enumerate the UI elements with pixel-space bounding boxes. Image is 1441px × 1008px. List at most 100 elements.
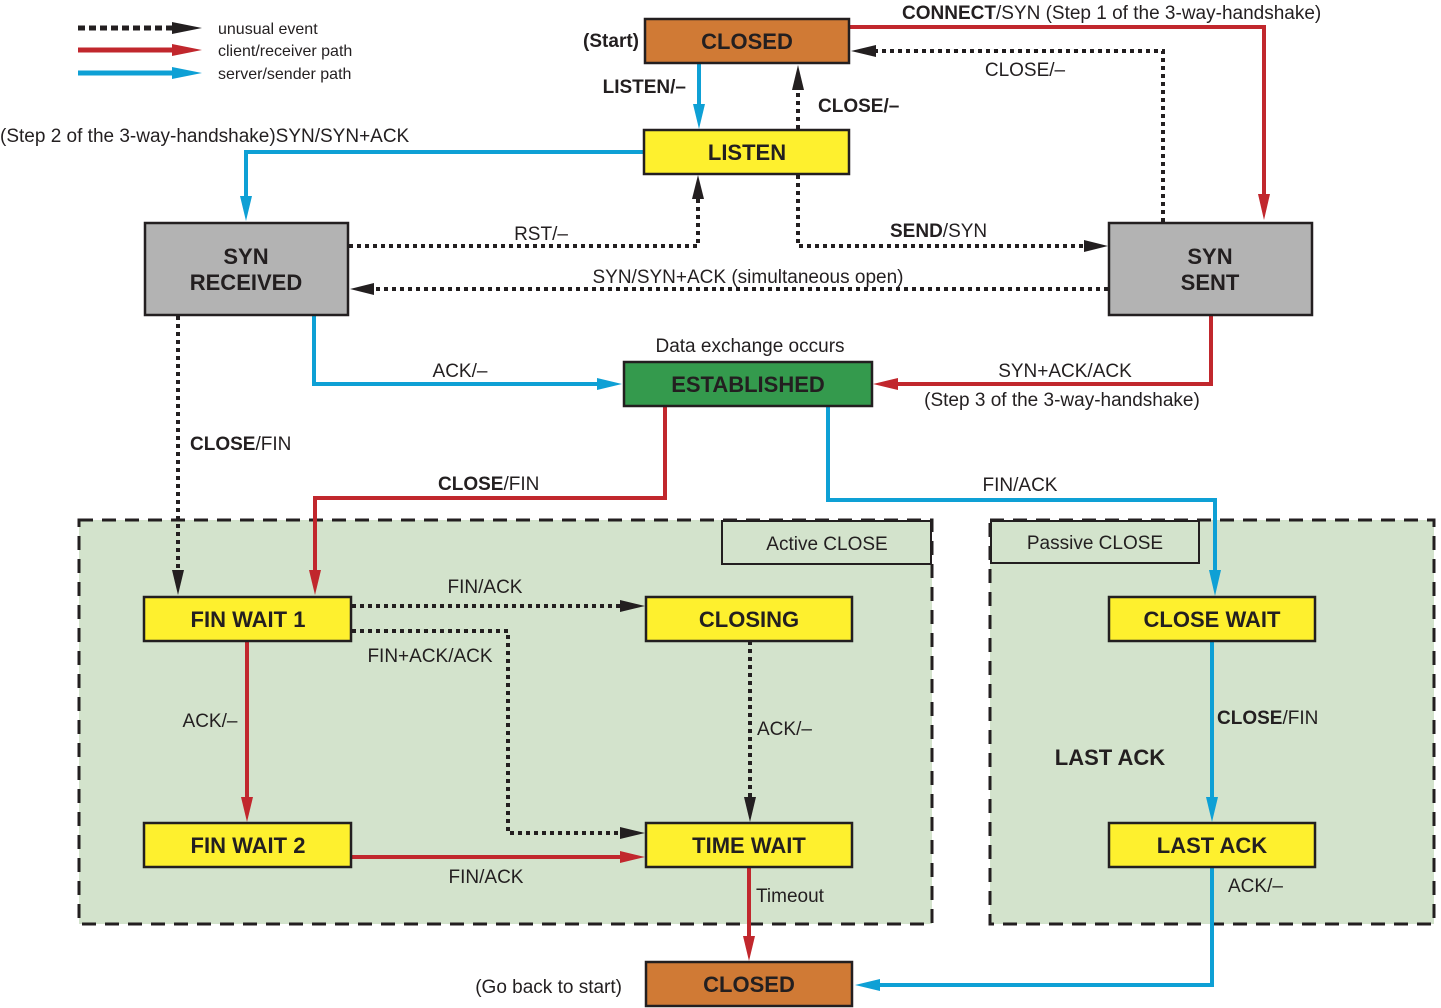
arrowhead-icon: [1258, 194, 1270, 220]
arrowhead-icon: [620, 600, 645, 612]
state-label: FIN WAIT 1: [191, 607, 306, 632]
state-label: FIN WAIT 2: [191, 833, 306, 858]
label-send-event: SEND: [890, 221, 943, 242]
active-close-label-box: [721, 520, 932, 565]
arrowhead-icon: [597, 378, 622, 390]
state-closed-start[interactable]: CLOSED: [643, 17, 851, 65]
label-send: SEND/SYN: [890, 221, 987, 242]
state-label: CLOSED: [703, 972, 795, 997]
arrowhead-icon: [873, 378, 898, 390]
label-listen-close: CLOSE/–: [818, 96, 899, 117]
legend-arrowhead-icon: [172, 67, 202, 79]
arrowhead-icon: [309, 570, 321, 595]
edge-ack-established: [312, 315, 600, 386]
passive-close-label: Passive CLOSE: [1027, 533, 1163, 554]
label-syn-synack: (Step 2 of the 3-way-handshake)SYN/SYN+A…: [0, 126, 410, 147]
label-ack-established: ACK/–: [433, 361, 488, 382]
arrowhead-icon: [855, 979, 880, 991]
established-note: Data exchange occurs: [655, 336, 844, 357]
label-fw2-timewait: FIN/ACK: [449, 867, 524, 888]
arrowhead-icon: [240, 196, 252, 221]
arrowhead-icon: [620, 851, 645, 863]
state-fin-wait-1[interactable]: FIN WAIT 1: [142, 595, 353, 643]
label-established-close: CLOSE/FIN: [438, 474, 539, 495]
state-fin-wait-2[interactable]: FIN WAIT 2: [142, 821, 353, 869]
arrowhead-icon: [620, 827, 645, 839]
legend: unusual event client/receiver path serve…: [78, 21, 352, 83]
state-syn-received[interactable]: SYN RECEIVED: [143, 221, 350, 317]
arrowhead-icon: [1206, 797, 1218, 822]
legend-arrowhead-icon: [172, 44, 202, 56]
legend-label-server: server/sender path: [218, 66, 351, 83]
state-syn-sent[interactable]: SYN SENT: [1107, 221, 1314, 317]
label-fw1-closing: FIN/ACK: [448, 577, 523, 598]
state-label: LISTEN: [708, 140, 786, 165]
label-fin-ack-passive: FIN/ACK: [983, 475, 1058, 496]
start-note: (Start): [583, 31, 639, 52]
state-close-wait[interactable]: CLOSE WAIT: [1107, 595, 1317, 643]
state-label: ESTABLISHED: [671, 372, 825, 397]
edge-fin-ack-passive: [826, 407, 1217, 573]
state-closing[interactable]: CLOSING: [644, 595, 854, 643]
legend-arrowhead-icon: [172, 22, 202, 34]
label-rest: /FIN: [255, 434, 291, 455]
state-closed-end[interactable]: CLOSED: [644, 960, 854, 1008]
arrowhead-icon: [744, 797, 756, 822]
edge-syn-synack: [244, 150, 644, 200]
state-established[interactable]: ESTABLISHED: [622, 360, 874, 408]
arrowhead-icon: [851, 45, 876, 57]
label-closing-timewait: ACK/–: [757, 719, 812, 740]
arrowhead-icon: [692, 175, 704, 199]
edge-established-close: [313, 407, 667, 572]
state-label-line2: RECEIVED: [190, 270, 302, 295]
go-back-note: (Go back to start): [475, 977, 622, 998]
state-time-wait[interactable]: TIME WAIT: [644, 821, 854, 869]
state-listen[interactable]: LISTEN: [642, 128, 851, 176]
label-event: CLOSE: [438, 474, 503, 495]
label-connect-rest: /SYN (Step 1 of the 3-way-handshake): [996, 3, 1321, 24]
label-simultaneous-open: SYN/SYN+ACK (simultaneous open): [592, 267, 903, 288]
label-rest: /FIN: [503, 474, 539, 495]
label-send-rest: /SYN: [943, 221, 987, 242]
label-synrcvd-close: CLOSE/FIN: [190, 434, 291, 455]
label-syn-sent-close: CLOSE/–: [985, 60, 1066, 81]
label-event: CLOSE: [190, 434, 255, 455]
state-label: CLOSING: [699, 607, 799, 632]
label-rest: /FIN: [1282, 708, 1318, 729]
edge-connect: [849, 25, 1266, 200]
state-label-line1: SYN: [223, 244, 268, 269]
label-fw1-timewait: FIN+ACK/ACK: [367, 646, 492, 667]
state-label-line1: SYN: [1187, 244, 1232, 269]
arrowhead-icon: [743, 936, 755, 961]
arrowhead-icon: [350, 283, 374, 295]
label-lastack-ack: ACK/–: [1228, 876, 1283, 897]
arrowhead-icon: [172, 570, 184, 595]
legend-label-unusual: unusual event: [218, 21, 318, 38]
edge-fw1-timewait: [352, 629, 622, 835]
edge-synack-ack: [895, 315, 1213, 386]
state-label: TIME WAIT: [692, 833, 806, 858]
label-closewait-close: CLOSE/FIN: [1217, 708, 1318, 729]
label-fw1-fw2: ACK/–: [183, 711, 238, 732]
label-connect-event: CONNECT: [902, 3, 996, 24]
state-label: CLOSED: [701, 29, 793, 54]
arrowhead-icon: [1084, 240, 1108, 252]
passive-close-label-box: [990, 520, 1200, 564]
state-label-line2: SENT: [1181, 270, 1240, 295]
arrowhead-icon: [693, 104, 705, 129]
arrowhead-icon: [241, 797, 253, 822]
arrowhead-icon: [1209, 570, 1221, 596]
legend-label-client: client/receiver path: [218, 43, 352, 60]
state-last-ack[interactable]: LAST ACK: [1107, 821, 1317, 869]
label-synack-ack: SYN+ACK/ACK: [998, 361, 1132, 382]
label-rst: RST/–: [514, 224, 568, 245]
edge-syn-sent-close: [872, 49, 1165, 222]
label-event: CLOSE: [1217, 708, 1282, 729]
state-label: LAST ACK: [1157, 833, 1268, 858]
passive-close-inner-label: LAST ACK: [1055, 745, 1166, 770]
label-connect: CONNECT/SYN (Step 1 of the 3-way-handsha…: [902, 3, 1321, 24]
label-listen: LISTEN/–: [603, 77, 686, 98]
label-timeout: Timeout: [756, 886, 825, 907]
label-step3: (Step 3 of the 3-way-handshake): [924, 390, 1200, 411]
